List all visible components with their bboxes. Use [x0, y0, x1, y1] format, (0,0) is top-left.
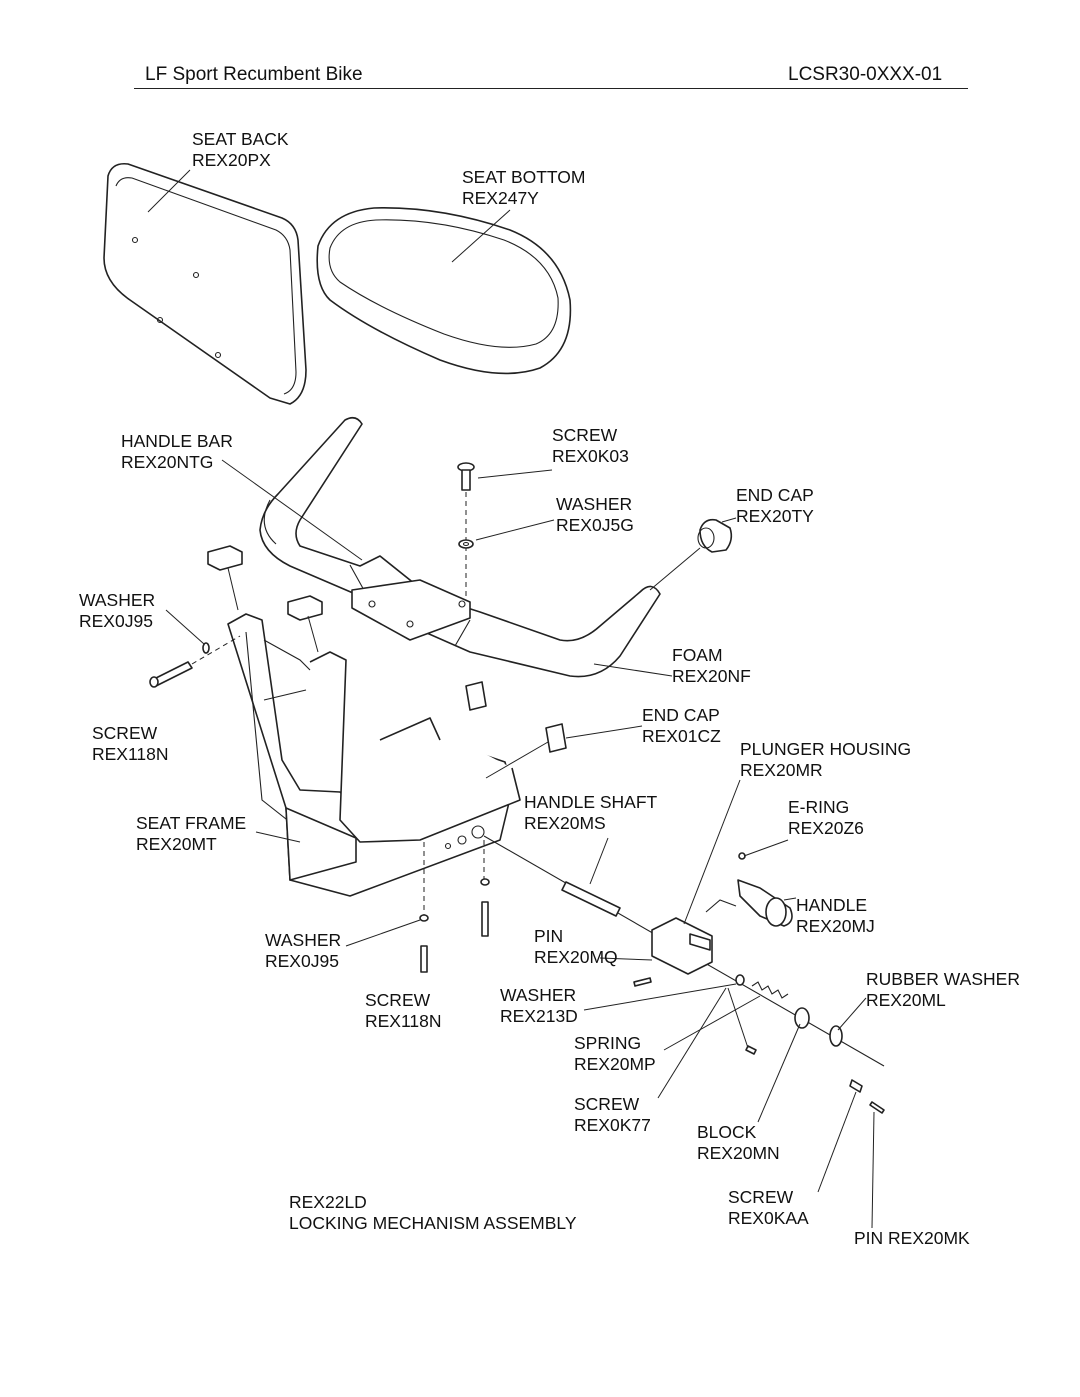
pin-rex20mq-part: [633, 977, 652, 987]
rubber-washer-part: [829, 1025, 843, 1047]
spring-part: [751, 981, 789, 999]
block-part: [794, 1007, 810, 1029]
label-pin-rex20mk: PIN REX20MK: [854, 1228, 970, 1248]
washer-left-part: [202, 642, 210, 654]
washer-213d-part: [735, 974, 745, 986]
handle-part: [737, 879, 793, 927]
handle-shaft-part: [561, 881, 621, 917]
washer-bottom-parts: [419, 878, 490, 922]
pin-rex20mk-part: [869, 1101, 885, 1114]
screw-rex0k77-part: [745, 1045, 757, 1055]
end-cap-rex20ty-part: [697, 518, 733, 553]
screw-rex0kaa-part: [849, 1079, 863, 1093]
screw-rex0k03-part: [457, 462, 475, 491]
header-rule: [134, 88, 968, 89]
leader-lines: [147, 169, 875, 1229]
seat-frame-caps: [207, 545, 323, 621]
screw-bottom-parts: [420, 901, 489, 973]
document-title: LF Sport Recumbent Bike: [145, 64, 363, 85]
seat-back-part: [103, 162, 307, 405]
screw-left-part: [149, 661, 193, 688]
document-id: LCSR30-0XXX-01: [788, 64, 943, 85]
end-cap-rex01cz-part: [465, 681, 567, 753]
seat-bottom-part: [316, 207, 572, 375]
plunger-housing-part: [651, 899, 737, 975]
washer-rex0j5g-part: [458, 539, 474, 549]
seat-frame-part: [227, 613, 521, 897]
handle-bar-part: [259, 416, 661, 678]
